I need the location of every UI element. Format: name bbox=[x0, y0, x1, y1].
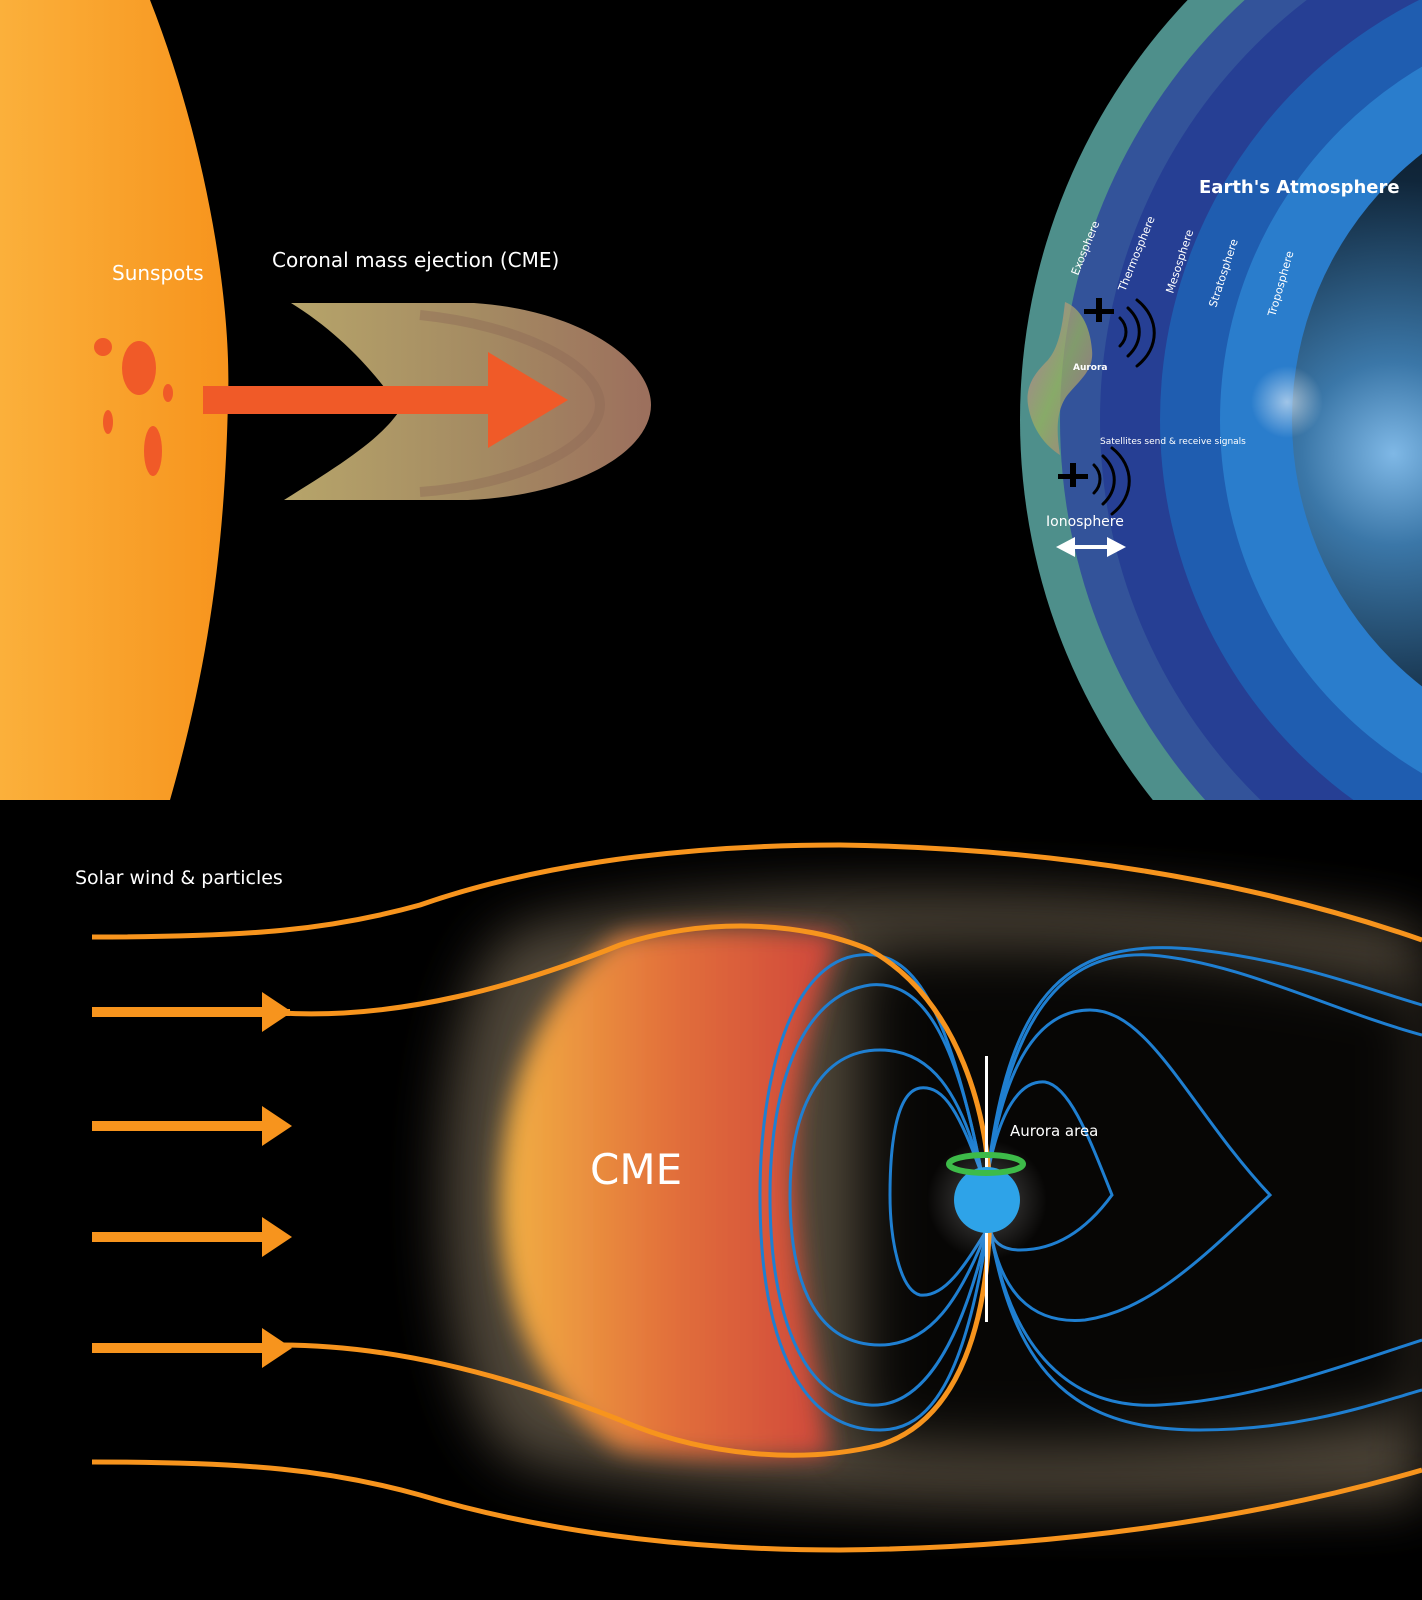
solar-wind-arrow bbox=[92, 1106, 292, 1146]
earth bbox=[954, 1167, 1020, 1233]
signal-waves-icon bbox=[1092, 446, 1131, 516]
flow-line-top bbox=[91, 842, 1422, 943]
aurora-curtain bbox=[1027, 302, 1093, 455]
field-line bbox=[986, 953, 1422, 1173]
bottom-panel: CME bbox=[0, 800, 1422, 1600]
field-line bbox=[788, 1048, 990, 1347]
satellites-label: Satellites send & receive signals bbox=[1100, 437, 1246, 447]
cme-label: Coronal mass ejection (CME) bbox=[272, 248, 559, 272]
sunspot bbox=[122, 341, 156, 395]
atmosphere bbox=[1020, 0, 1422, 800]
ionosphere-arrow-icon bbox=[1056, 537, 1126, 557]
solar-wind-label: Solar wind & particles bbox=[75, 867, 283, 889]
signal-waves-icon bbox=[1118, 298, 1156, 368]
field-line bbox=[986, 1008, 1273, 1322]
solar-wind-arrow bbox=[92, 1217, 292, 1257]
solar-wind-arrow bbox=[92, 1328, 292, 1368]
ionosphere-label: Ionosphere bbox=[1046, 514, 1124, 530]
aurora-label: Aurora bbox=[1073, 363, 1108, 373]
sun-glint bbox=[1251, 366, 1323, 438]
field-line bbox=[758, 953, 990, 1432]
sunspots-label: Sunspots bbox=[112, 261, 204, 285]
earth-globe bbox=[1292, 153, 1422, 687]
sun bbox=[0, 0, 229, 800]
satellite-signal-lower bbox=[1058, 446, 1131, 516]
sunspot bbox=[144, 426, 162, 476]
field-line bbox=[888, 1086, 990, 1297]
magnetic-field-lines bbox=[758, 946, 1422, 1432]
field-line bbox=[988, 1227, 1422, 1432]
cme-arrow bbox=[203, 352, 568, 448]
cme-blob bbox=[500, 928, 840, 1459]
top-panel: Sunspots Coronal mass ejection (CME) Ear… bbox=[0, 0, 1422, 800]
magnetosphere-dark-core bbox=[860, 943, 1422, 1449]
sunspot bbox=[163, 384, 173, 402]
cme-blob-label: CME bbox=[590, 1145, 682, 1194]
field-line bbox=[986, 946, 1422, 1173]
field-line bbox=[768, 983, 990, 1407]
flow-line-bottom bbox=[91, 1459, 1422, 1553]
sunspots bbox=[94, 338, 173, 476]
atmosphere-title: Earth's Atmosphere bbox=[1199, 177, 1400, 198]
solar-wind-arrows bbox=[92, 992, 292, 1368]
cme-shell-inner bbox=[419, 310, 606, 497]
field-line bbox=[988, 1227, 1422, 1407]
satellite-signal-upper bbox=[1084, 298, 1156, 368]
aurora-area-label: Aurora area bbox=[1010, 1122, 1098, 1140]
aurora-ring bbox=[946, 1152, 1026, 1176]
sunspot bbox=[103, 410, 113, 434]
sunspot bbox=[94, 338, 112, 356]
solar-wind-arrow bbox=[92, 992, 292, 1032]
